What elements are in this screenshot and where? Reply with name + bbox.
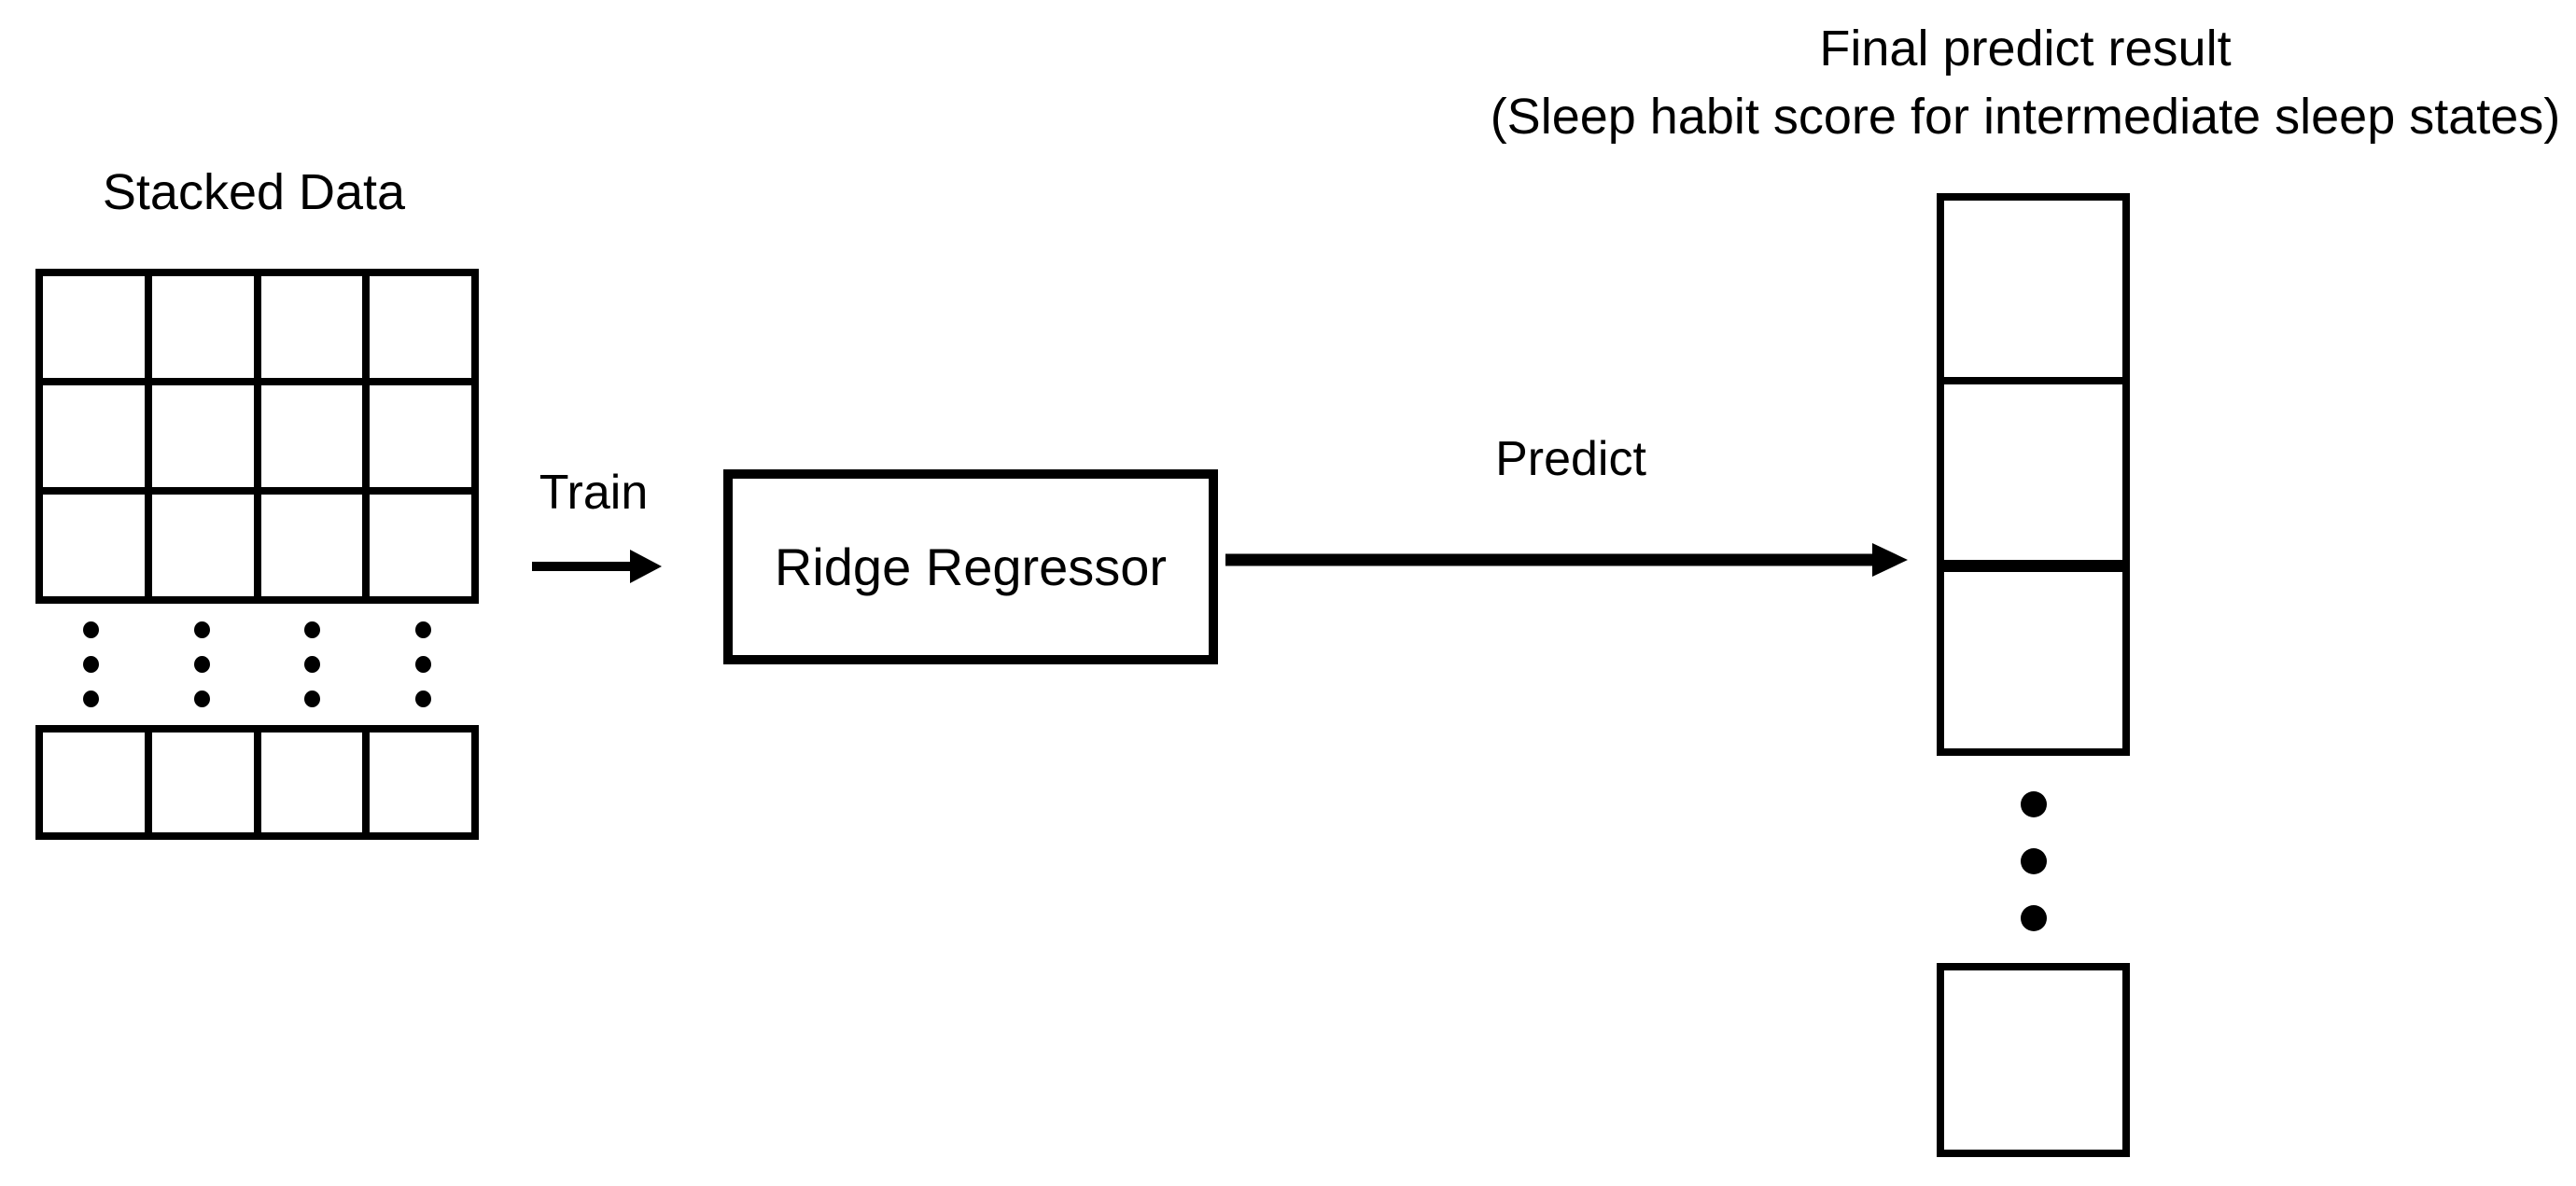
stacked-data-label: Stacked Data xyxy=(102,164,406,220)
ellipsis-dot xyxy=(193,691,210,707)
ellipsis-dot xyxy=(82,621,99,638)
result-cell xyxy=(1940,380,2126,565)
grid-cell xyxy=(257,382,367,491)
grid-cell xyxy=(39,729,148,836)
result-title-line1: Final predict result xyxy=(1819,21,2232,77)
ellipsis-dot xyxy=(2020,791,2047,817)
result-column xyxy=(1937,193,2130,756)
ellipsis-dot xyxy=(193,656,210,673)
ellipsis-column xyxy=(193,621,210,707)
grid-cell xyxy=(366,491,475,600)
grid-cell xyxy=(39,491,148,600)
grid-cell xyxy=(257,491,367,600)
ridge-regressor-label: Ridge Regressor xyxy=(774,537,1168,596)
grid-cell xyxy=(366,272,475,382)
stacked-data-grid xyxy=(35,269,479,604)
result-cell xyxy=(1940,197,2126,381)
stacked-data-bottom-row xyxy=(35,725,479,840)
result-title: Final predict result (Sleep habit score … xyxy=(1419,15,2576,151)
grid-cell xyxy=(257,272,367,382)
ellipsis-dot xyxy=(2020,848,2047,874)
ellipsis-column xyxy=(415,621,432,707)
grid-cell xyxy=(366,729,475,836)
grid-cell xyxy=(257,729,367,836)
grid-cell xyxy=(366,382,475,491)
train-label: Train xyxy=(539,466,649,520)
result-final-cell xyxy=(1937,963,2130,1157)
result-ellipsis xyxy=(1937,791,2130,931)
predict-arrow-icon xyxy=(1225,543,1908,577)
ellipsis-dot xyxy=(415,656,432,673)
train-arrow-icon xyxy=(532,550,662,583)
result-title-line2: (Sleep habit score for intermediate slee… xyxy=(1490,88,2561,145)
stacked-data-ellipsis xyxy=(35,621,479,715)
ridge-regressor-box: Ridge Regressor xyxy=(723,469,1218,664)
grid-cell xyxy=(39,272,148,382)
ellipsis-column xyxy=(304,621,321,707)
ellipsis-dot xyxy=(2020,905,2047,931)
ellipsis-column xyxy=(82,621,99,707)
ellipsis-dot xyxy=(304,656,321,673)
grid-cell xyxy=(147,491,258,600)
grid-cell xyxy=(39,382,148,491)
grid-cell xyxy=(147,382,258,491)
result-cell xyxy=(1940,564,2126,753)
ellipsis-dot xyxy=(82,691,99,707)
predict-label: Predict xyxy=(1495,432,1646,486)
ellipsis-dot xyxy=(304,621,321,638)
ellipsis-dot xyxy=(193,621,210,638)
ellipsis-dot xyxy=(82,656,99,673)
ellipsis-dot xyxy=(415,691,432,707)
grid-cell xyxy=(147,729,258,836)
ellipsis-dot xyxy=(304,691,321,707)
grid-cell xyxy=(147,272,258,382)
ellipsis-dot xyxy=(415,621,432,638)
